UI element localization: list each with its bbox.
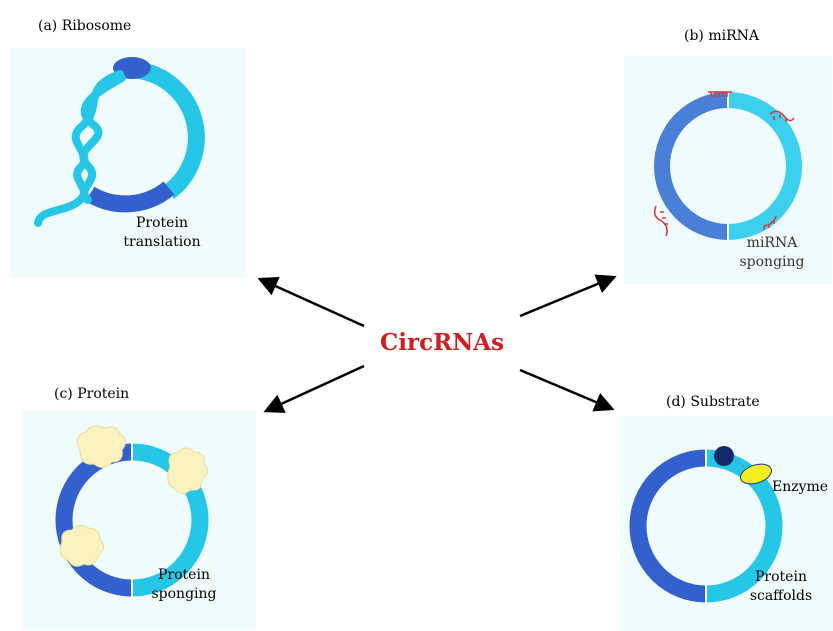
enzyme-icon (740, 463, 772, 485)
panel-b-caption-line1: miRNA (746, 235, 798, 251)
panel-d-title: (d) Substrate (666, 394, 760, 410)
panel-c-caption-line2: sponging (151, 586, 217, 602)
circrna-ring-light-half (131, 443, 209, 597)
circrna-ring-light-half (727, 92, 802, 240)
panel-d-caption-line2: scaffolds (749, 588, 813, 604)
ribosome-diagram (34, 57, 205, 227)
enzyme-label: Enzyme (772, 479, 829, 495)
panel-a-caption: Protein translation (102, 214, 222, 252)
panel-b-caption-line2: sponging (739, 254, 805, 270)
panel-a-caption-line2: translation (123, 234, 201, 250)
arrow-to-ribosome (257, 277, 365, 328)
arrow-to-substrate (519, 368, 615, 412)
protein-diagram (55, 425, 209, 597)
arrow-to-protein (263, 364, 365, 413)
binding-arrow-icon (733, 459, 745, 467)
circrna-ring-light-half (705, 449, 783, 603)
panel-a-title: (a) Ribosome (38, 18, 132, 34)
substrate-icon (714, 446, 734, 466)
panel-a-box (10, 48, 246, 278)
substrate-diagram (629, 446, 783, 603)
mirna-diagram (653, 91, 802, 240)
circrna-ring-dark-segment (85, 181, 175, 213)
mirna-icon (653, 91, 795, 237)
panel-d-caption-line1: Protein (755, 569, 807, 585)
circrna-ring-light-segment (135, 61, 205, 199)
panel-c-caption-line1: Protein (158, 567, 210, 583)
panel-d-caption: Protein scaffolds (736, 568, 826, 606)
panel-b-title: (b) miRNA (684, 28, 759, 44)
panel-c-title: (c) Protein (54, 386, 130, 402)
protein-blob-icon (59, 425, 208, 567)
panel-a-caption-line1: Protein (136, 215, 188, 231)
arrow-to-mirna (519, 274, 617, 318)
circrna-ring-dark-half (629, 449, 707, 603)
protein-chain-icon (34, 70, 124, 227)
panel-c-caption: Protein sponging (134, 566, 234, 604)
circrna-ring-dark-half (654, 92, 729, 240)
panel-b-caption: miRNA sponging (732, 234, 812, 272)
center-label: CircRNAs (380, 329, 505, 356)
